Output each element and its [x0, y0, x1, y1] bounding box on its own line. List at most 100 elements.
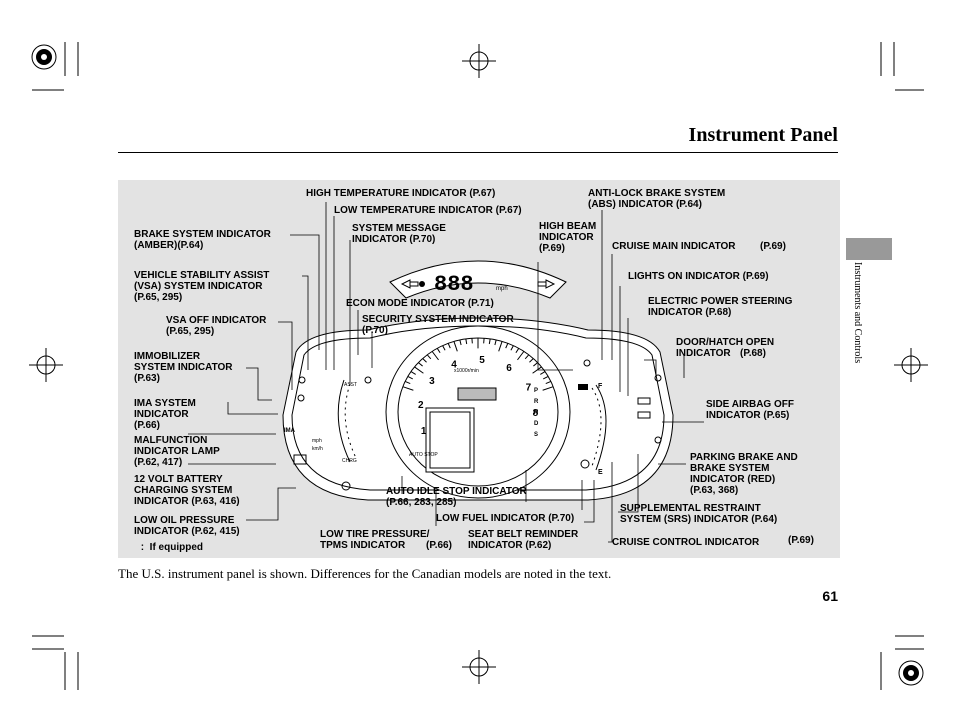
tach-tick	[414, 366, 424, 374]
label-cruise-control-ref: (P.69)	[788, 535, 814, 546]
tach-tick	[494, 339, 497, 346]
tach-tick	[402, 386, 414, 391]
tach-tick	[442, 345, 446, 351]
tach-tick	[404, 380, 411, 385]
tach-number: 8	[533, 408, 539, 419]
tach-tick	[515, 348, 520, 354]
tach-tick	[447, 343, 451, 349]
tach-tick	[542, 386, 554, 391]
gear-letter: N	[534, 410, 538, 416]
leader-lines	[188, 202, 704, 543]
tach-tick	[510, 345, 514, 351]
tach-number: 5	[479, 355, 485, 366]
label-tpms: LOW TIRE PRESSURE/TPMS INDICATOR	[320, 529, 430, 551]
label-brake-amber: BRAKE SYSTEM INDICATOR(AMBER)(P.64)	[134, 229, 271, 251]
tach-tick	[426, 354, 432, 360]
kmh-label: km/h	[312, 446, 323, 452]
label-abs: ANTI-LOCK BRAKE SYSTEM(ABS) INDICATOR (P…	[588, 188, 726, 210]
label-low-temp: LOW TEMPERATURE INDICATOR (P.67)	[334, 205, 522, 216]
multi-info-display	[425, 407, 475, 473]
tach-tick	[436, 348, 441, 354]
section-tab	[846, 238, 892, 260]
page-title: Instrument Panel	[688, 124, 838, 146]
registration-sunburst-icon	[31, 44, 924, 686]
tach-tick	[517, 351, 525, 361]
tach-number: 1	[421, 426, 427, 437]
speed-display-pod	[389, 260, 567, 299]
gear-letter: D	[534, 421, 539, 427]
footnote: : If equipped	[138, 542, 203, 553]
label-cruise-main-ref: (P.69)	[760, 241, 786, 252]
tach-tick	[410, 371, 416, 375]
fuel-full-label: F	[598, 383, 603, 390]
tach-tick	[543, 375, 549, 380]
tach-unit: x1000r/min	[454, 368, 479, 374]
tach-tick	[505, 343, 509, 349]
ima-badge: IMA	[284, 428, 296, 434]
tach-tick	[532, 366, 542, 374]
label-vsa-off: VSA OFF INDICATOR(P.65, 295)	[166, 315, 267, 337]
tach-tick	[533, 362, 538, 367]
fuel-gauge-arc	[595, 384, 607, 471]
gear-letter: P	[534, 388, 538, 394]
gear-letter: R	[534, 399, 539, 405]
title-rule	[118, 152, 838, 153]
auto-stop-label: AUTO STOP	[409, 452, 438, 458]
tach-tick	[545, 380, 552, 385]
tach-tick	[465, 338, 468, 345]
figure-caption: The U.S. instrument panel is shown. Diff…	[118, 566, 612, 581]
section-label: Instruments and Controls	[852, 262, 863, 364]
label-auto-idle: AUTO IDLE STOP INDICATOR(P.66, 283, 285)	[386, 486, 527, 508]
label-security: SECURITY SYSTEM INDICATOR(P.70)	[362, 314, 514, 336]
tach-number: 6	[506, 363, 512, 374]
assist-label: ASST	[344, 382, 357, 388]
tach-tick	[453, 341, 458, 352]
tach-tick	[488, 338, 491, 345]
charge-label: CHRG	[342, 458, 357, 464]
label-high-temp: HIGH TEMPERATURE INDICATOR (P.67)	[306, 188, 496, 199]
tach-tick	[431, 351, 439, 361]
tach-tick	[459, 339, 462, 346]
label-cruise-main: CRUISE MAIN INDICATOR	[612, 241, 736, 252]
tach-tick	[524, 354, 530, 360]
tach-number: 4	[451, 359, 457, 370]
tach-tick	[418, 362, 423, 367]
tach-tick	[422, 358, 427, 363]
tach-tick	[407, 375, 413, 380]
speed-unit: mph	[496, 286, 508, 292]
tach-tick	[540, 371, 546, 375]
speed-digits: 888	[434, 272, 474, 297]
tach-tick	[498, 341, 503, 352]
label-low-fuel: LOW FUEL INDICATOR (P.70)	[436, 513, 575, 524]
label-tpms-ref: (P.66)	[426, 540, 452, 551]
gear-letter: S	[534, 432, 538, 438]
label-vsa: VEHICLE STABILITY ASSIST(VSA) SYSTEM IND…	[134, 270, 270, 303]
tach-ticks	[402, 338, 554, 391]
tachometer-dial	[385, 325, 571, 499]
tach-number: 3	[429, 376, 435, 387]
tach-numbers: 1 2 3 4 5 6 7 8	[418, 355, 539, 437]
fuel-empty-label: E	[598, 469, 603, 476]
charge-gauge-arc	[337, 379, 351, 463]
tach-number: 7	[526, 383, 532, 394]
tach-number: 2	[418, 400, 424, 411]
label-lights-on: LIGHTS ON INDICATOR (P.69)	[628, 271, 769, 282]
tach-tick	[529, 358, 534, 363]
mph-label: mph	[312, 438, 322, 444]
